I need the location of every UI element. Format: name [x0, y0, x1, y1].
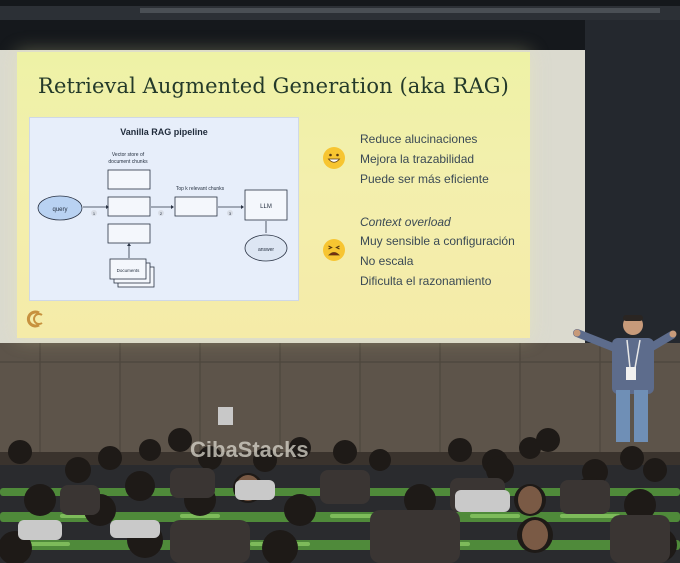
con-item-1: Context overload — [360, 215, 451, 229]
stage-backdrop-letters: CibaStacks — [190, 437, 309, 462]
arrowhead-3 — [241, 205, 244, 209]
presentation-slide: Retrieval Augmented Generation (aka RAG)… — [17, 52, 530, 338]
query-label: query — [52, 207, 67, 213]
answer-bubble — [244, 234, 288, 262]
query-bubble — [37, 195, 83, 221]
tired-face-icon — [323, 239, 345, 261]
arrowhead-1 — [106, 205, 109, 209]
pipeline-svg: Vanilla RAG pipeline Vector store of doc… — [37, 127, 288, 288]
answer-label: answer — [258, 247, 274, 253]
con-item-2: Muy sensible a configuración — [360, 234, 515, 248]
speaker — [573, 315, 677, 442]
company-logo-icon — [26, 310, 43, 328]
arrowhead-4 — [127, 243, 131, 246]
wall-panels — [0, 343, 680, 455]
wooden-wall — [0, 343, 680, 455]
ceiling-light-bar — [140, 8, 660, 13]
topk-chunks-box — [174, 196, 218, 217]
step-number-3: 3 — [229, 211, 232, 216]
right-wall — [585, 20, 680, 350]
badge-icon — [626, 367, 636, 380]
step-number-2: 2 — [160, 211, 163, 216]
arrowhead-2 — [171, 205, 174, 209]
vector-chunk-box-2 — [107, 196, 151, 217]
llm-box — [244, 189, 288, 221]
slide-title: Retrieval Augmented Generation (aka RAG) — [38, 74, 509, 98]
step-badge-2 — [158, 210, 164, 216]
audience — [0, 428, 677, 563]
llm-label: LLM — [260, 204, 272, 210]
topk-label: Top k relevant chunks — [176, 186, 225, 192]
documents-stack-front — [109, 258, 147, 280]
documents-label: Documents — [117, 268, 141, 273]
step-badge-1 — [91, 210, 97, 216]
vector-store-label-line2: document chunks — [108, 159, 148, 165]
pro-item-1: Reduce alucinaciones — [360, 132, 478, 146]
vector-chunk-box-1 — [107, 169, 151, 190]
pro-item-3: Puede ser más eficiente — [360, 172, 489, 186]
step-badge-3 — [227, 210, 233, 216]
vector-chunk-box-3 — [107, 223, 151, 244]
step-number-1: 1 — [93, 211, 96, 216]
wall-sign — [218, 407, 233, 425]
pro-item-2: Mejora la trazabilidad — [360, 152, 475, 166]
diagram-heading: Vanilla RAG pipeline — [120, 127, 208, 137]
rag-pipeline-diagram: Vanilla RAG pipeline Vector store of doc… — [29, 117, 299, 301]
grinning-face-icon — [323, 147, 345, 169]
con-item-3: No escala — [360, 254, 414, 268]
con-item-4: Dificulta el razonamiento — [360, 274, 492, 288]
vector-store-label-line1: Vector store of — [112, 152, 145, 158]
